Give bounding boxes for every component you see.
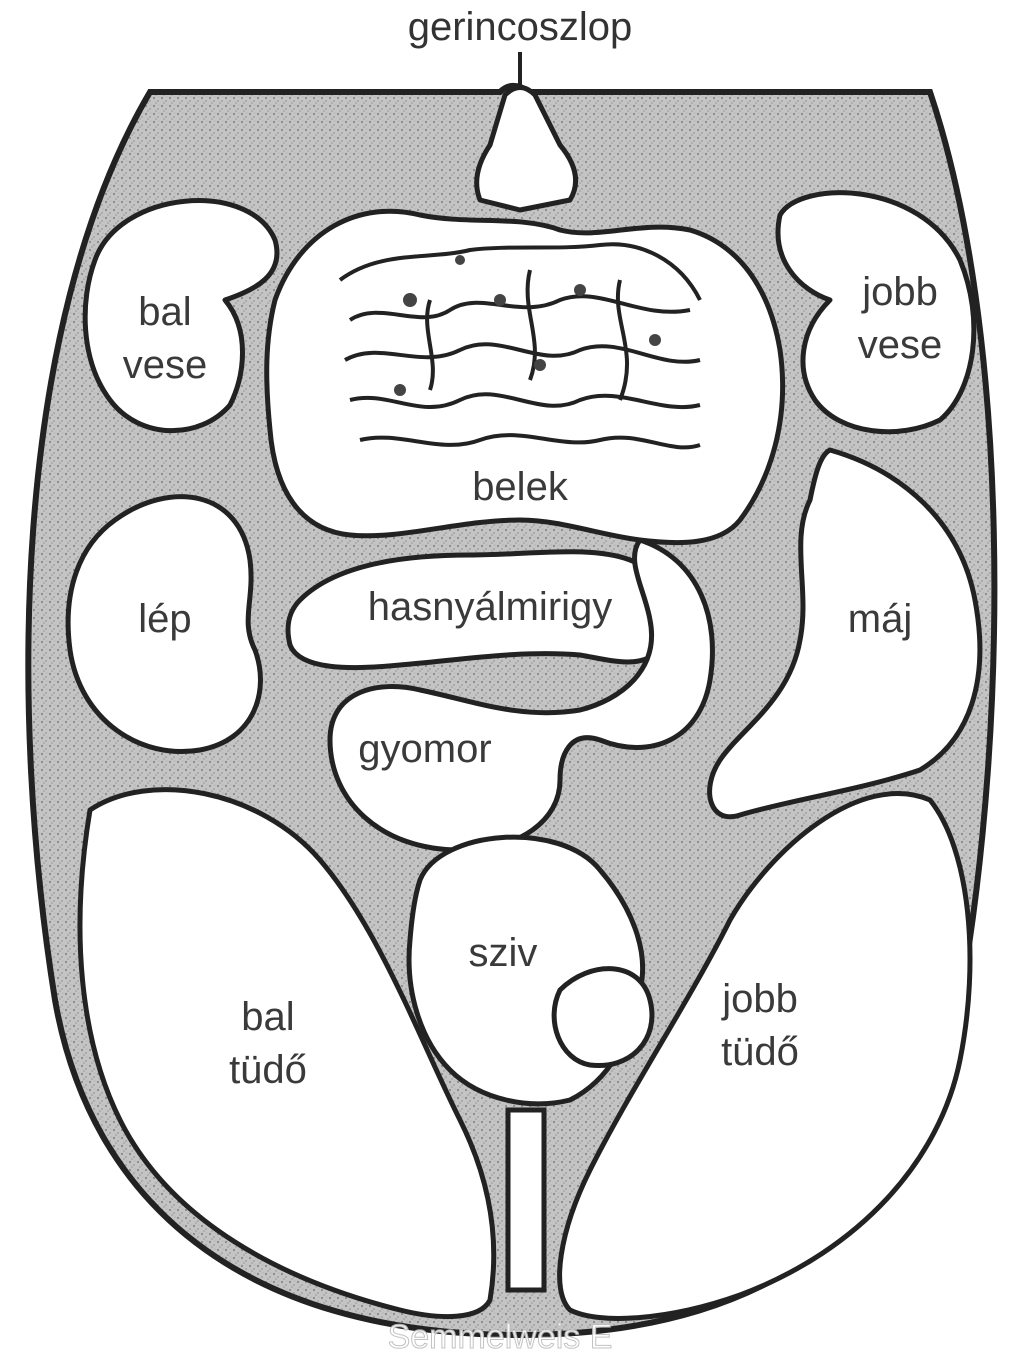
label-gerincoszlop: gerincoszlop [408,5,633,49]
label-lep: lép [138,597,191,641]
label-bal-tudo-line2: tüdő [229,1048,307,1092]
label-gyomor: gyomor [358,727,491,771]
heart-atrium [554,969,652,1066]
label-maj: máj [848,597,912,641]
label-jobb-vese-line1: jobb [861,270,938,314]
label-bal-vese-line2: vese [123,343,208,387]
label-belek: belek [472,465,569,509]
label-bal-vese-line1: bal [138,290,191,334]
label-jobb-tudo-line2: tüdő [721,1030,799,1074]
aorta [508,1110,544,1290]
label-jobb-tudo-line1: jobb [721,977,798,1021]
label-jobb-vese-line2: vese [858,323,943,367]
label-sziv: sziv [469,931,538,975]
label-hasnyalmirigy: hasnyálmirigy [368,585,613,629]
watermark: Semmelweis E [388,1318,613,1354]
label-bal-tudo-line1: bal [241,995,294,1039]
